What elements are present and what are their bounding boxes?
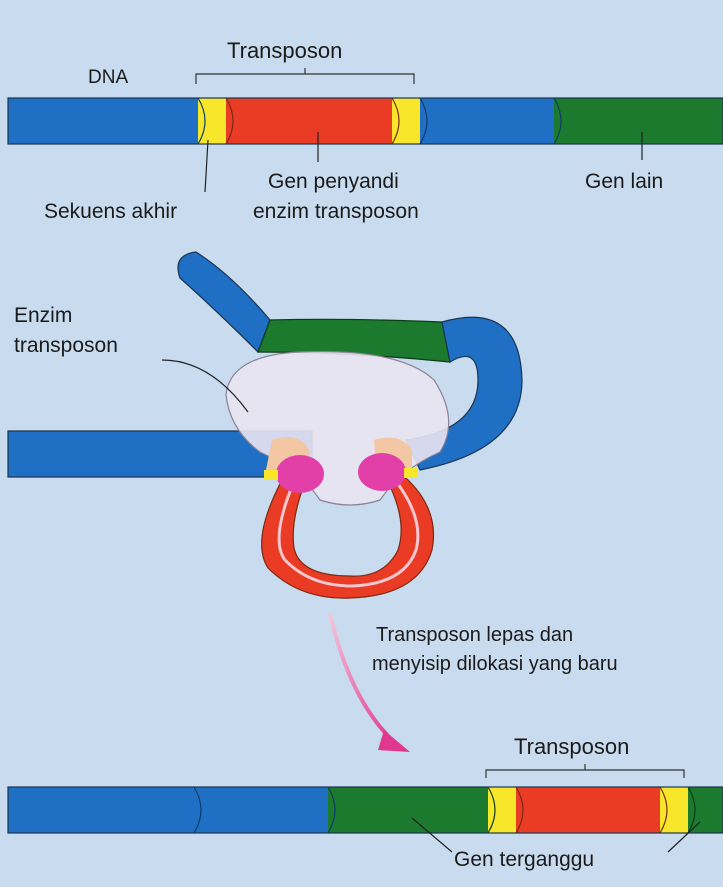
label-transposon-bottom: Transposon (514, 734, 629, 759)
label-gene-line2: enzim transposon (253, 200, 419, 223)
bottom-dna-blue-middle (194, 787, 330, 833)
label-gene-line1: Gen penyandi (268, 170, 399, 193)
label-transposon-top: Transposon (227, 38, 342, 63)
top-end-sequence-left (198, 98, 228, 144)
bottom-gene-left (328, 787, 490, 833)
bottom-dna-blue-left (8, 787, 196, 833)
label-end-sequence: Sekuens akhir (44, 200, 177, 223)
bottom-dna-strand (8, 787, 723, 833)
label-dna: DNA (88, 67, 128, 88)
end-sequence-right-mark (404, 468, 418, 478)
bottom-gene-right (688, 787, 723, 833)
enzyme-binding-left (276, 455, 324, 493)
bottom-transposon-gene (516, 787, 662, 833)
bottom-end-sequence-left (488, 787, 518, 833)
top-dna-blue-middle (420, 98, 556, 144)
end-sequence-left-mark (264, 470, 278, 480)
label-move-line2: menyisip dilokasi yang baru (372, 653, 618, 675)
label-move-line1: Transposon lepas dan (376, 624, 573, 646)
top-dna-strand (8, 98, 723, 144)
label-enzyme-line1: Enzim (14, 304, 72, 327)
enzyme-binding-right (358, 453, 406, 491)
top-other-gene (554, 98, 723, 144)
top-end-sequence-right (392, 98, 422, 144)
label-other-gene: Gen lain (585, 170, 663, 193)
bottom-end-sequence-right (660, 787, 690, 833)
top-dna-blue-left (8, 98, 200, 144)
top-transposon-gene (226, 98, 394, 144)
label-disrupted-gene: Gen terganggu (454, 848, 594, 871)
label-enzyme-line2: transposon (14, 334, 118, 357)
